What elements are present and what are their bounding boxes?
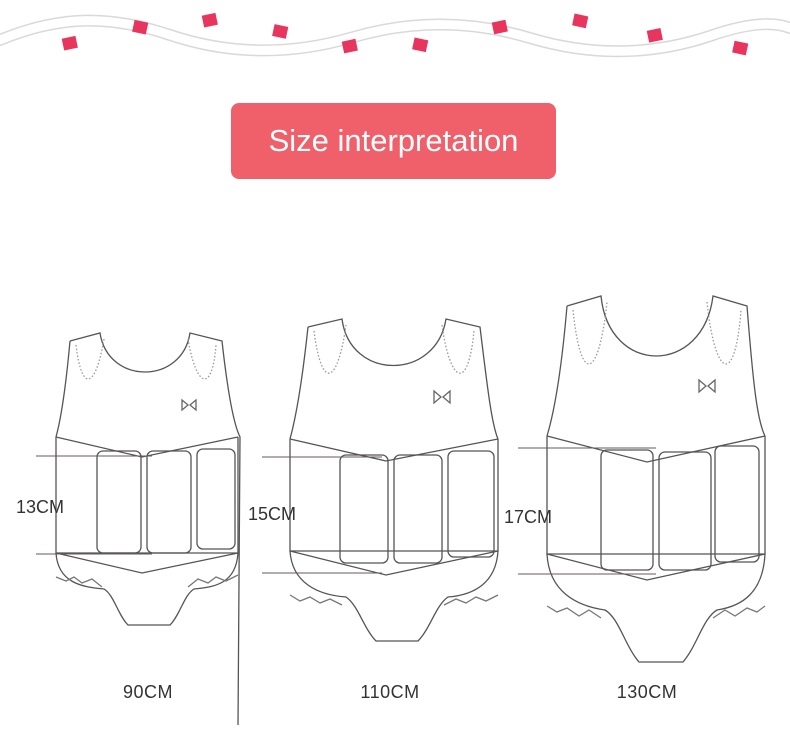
wave-mark <box>272 24 289 39</box>
size-label-110: 110CM <box>360 682 420 702</box>
wave-mark <box>646 28 663 43</box>
measurement-label-90: 13CM <box>16 497 65 517</box>
page-title: Size interpretation <box>231 103 556 179</box>
wave-mark <box>341 38 358 54</box>
swimsuit-130-illustration <box>543 292 769 666</box>
swimsuit-90-illustration <box>52 325 242 726</box>
size-label-130: 130CM <box>616 682 678 702</box>
wave-mark <box>491 19 508 35</box>
wave-mark <box>132 19 149 35</box>
size-label-90: 90CM <box>122 682 173 702</box>
wave-mark <box>572 13 589 29</box>
wave-mark <box>412 37 429 53</box>
measure-lines-110 <box>262 456 382 574</box>
decorative-wave-border <box>0 12 790 58</box>
wave-mark <box>732 40 749 56</box>
wave-mark <box>61 35 78 51</box>
measure-lines-90 <box>36 455 152 555</box>
measurement-label-130: 17CM <box>504 507 553 527</box>
measure-lines-130 <box>518 447 656 575</box>
measurement-label-110: 15CM <box>248 504 297 524</box>
wave-mark <box>201 12 218 28</box>
swimsuit-110-illustration <box>288 313 500 645</box>
